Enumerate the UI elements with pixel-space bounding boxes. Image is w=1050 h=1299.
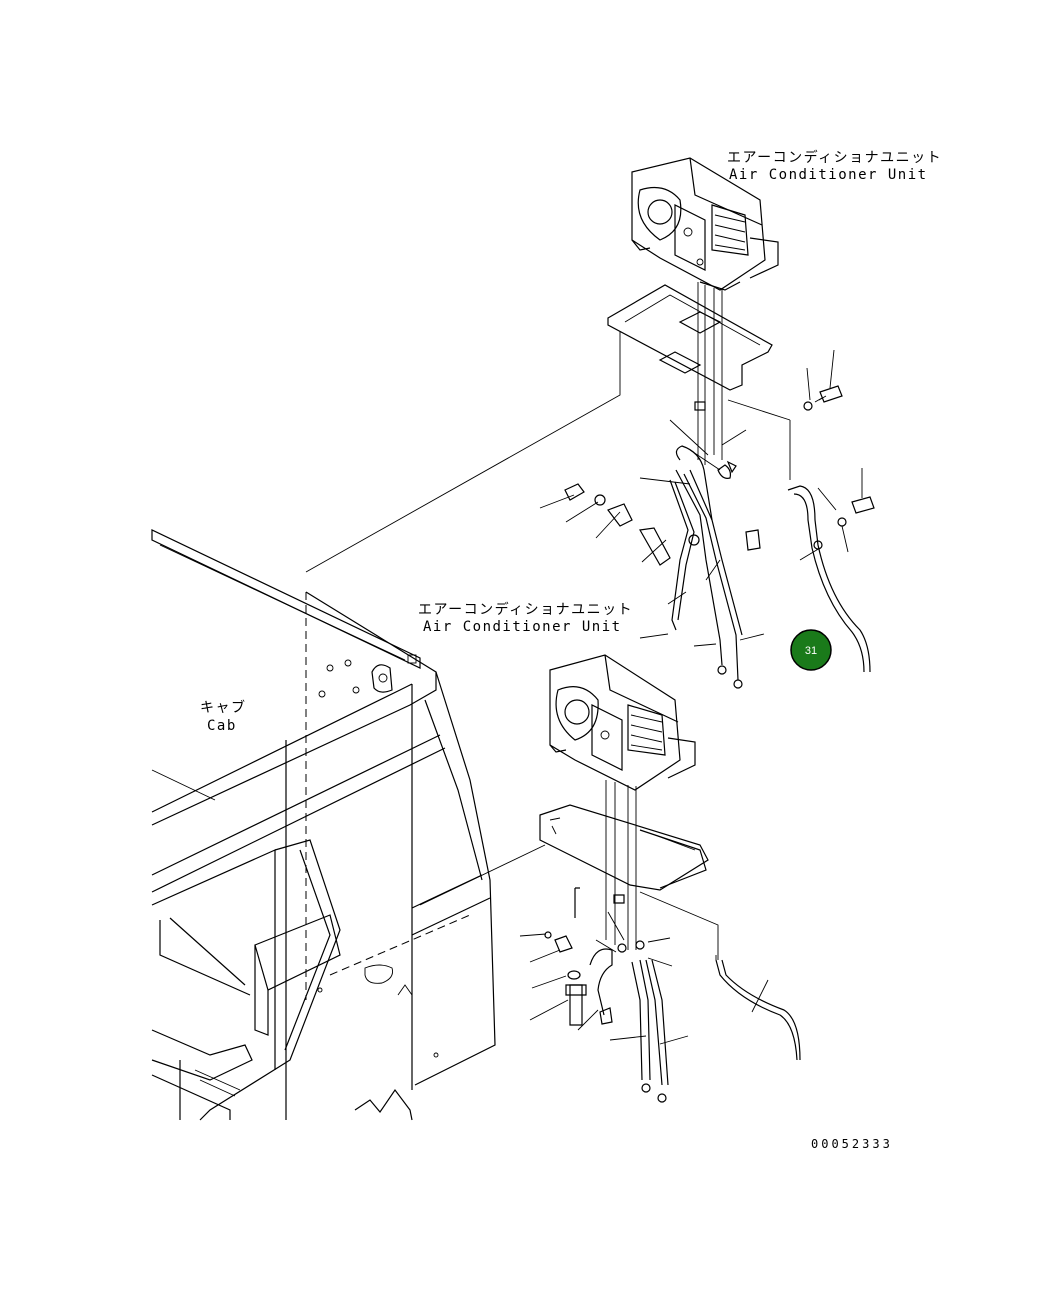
unit-mid-label-en: Air Conditioner Unit bbox=[423, 619, 622, 635]
document-number: 00052333 bbox=[811, 1137, 893, 1151]
callout-31[interactable]: 31 bbox=[790, 629, 832, 671]
unit-top-label-en: Air Conditioner Unit bbox=[729, 167, 928, 183]
air-conditioner-unit-mid bbox=[539, 654, 709, 950]
cab-structure bbox=[151, 529, 496, 1121]
unit-top-label-jp: エアーコンディショナユニット bbox=[727, 149, 942, 166]
cab-label-en: Cab bbox=[207, 718, 237, 734]
mid-unit-hardware bbox=[519, 887, 801, 1103]
air-conditioner-unit-top bbox=[607, 157, 779, 465]
unit-mid-label-jp: エアーコンディショナユニット bbox=[418, 601, 633, 618]
top-unit-hardware bbox=[539, 349, 875, 689]
callout-circle[interactable] bbox=[790, 629, 832, 671]
callout-number[interactable]: 31 bbox=[805, 645, 817, 657]
leader-line-mid bbox=[419, 844, 546, 906]
cab-label-jp: キャブ bbox=[200, 699, 247, 716]
leader-line-top bbox=[305, 330, 621, 573]
